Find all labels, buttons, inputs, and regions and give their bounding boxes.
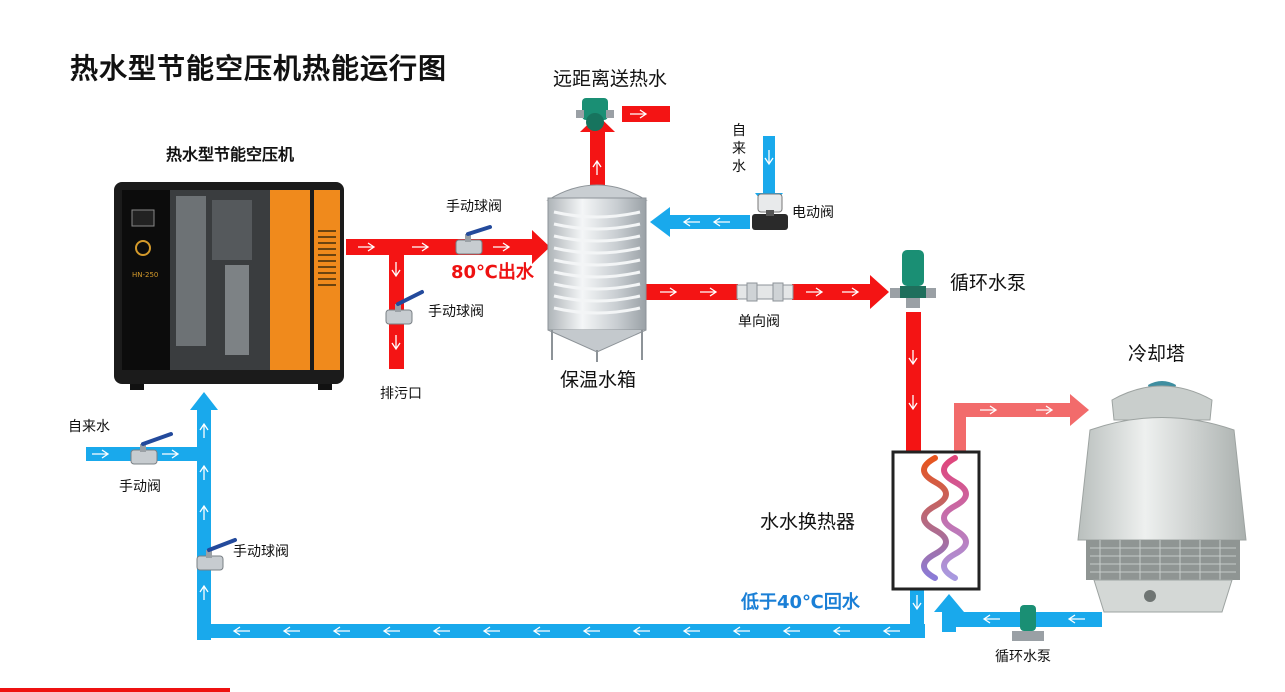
hot-pipe-arrowhead-tank [532, 230, 550, 264]
return-pipe-vertical-left [197, 408, 211, 640]
remote-hot-water-label: 远距离送热水 [553, 68, 668, 90]
return-arrowhead-up [190, 392, 218, 410]
hot-pipe-check-valve-to-pump [792, 284, 872, 300]
compressor-label: 热水型节能空压机 [166, 145, 295, 164]
insulated-water-tank [546, 184, 648, 362]
manual-ball-valve-drain-label: 手动球阀 [428, 304, 484, 320]
control-panel-screen [131, 209, 155, 227]
footer-accent-strip [0, 688, 230, 692]
remote-pump-icon [576, 98, 614, 131]
hot-pipe-tank-up [590, 130, 605, 188]
electric-valve-icon [752, 193, 788, 230]
insulated-tank-label: 保温水箱 [560, 369, 637, 391]
circulation-pump-top-label: 循环水泵 [950, 272, 1027, 294]
tap-water-arrowhead-left [650, 207, 670, 237]
warm-pipe-to-tower [954, 394, 1089, 453]
hot-pipe-arrowhead-pump [870, 275, 889, 309]
compressor-orange-panel [270, 190, 310, 370]
compressor-model: HN-250 [132, 271, 158, 279]
tower-return-arrowhead-up [934, 594, 964, 612]
manual-ball-valve-left-label: 手动球阀 [233, 544, 289, 560]
diagram-title: 热水型节能空压机热能运行图 [70, 52, 448, 85]
check-valve-label: 单向阀 [738, 314, 780, 330]
drain-outlet-label: 排污口 [380, 386, 422, 402]
return-pipe-from-exchanger [910, 587, 924, 638]
heat-exchanger-label: 水水换热器 [760, 511, 856, 533]
brand-logo-icon [135, 240, 151, 256]
circulation-pump-icon [890, 250, 936, 308]
tap-water-top-label: 自来水 [732, 123, 746, 175]
cooling-tower-label: 冷却塔 [1128, 343, 1186, 365]
ball-valve-icon [196, 538, 237, 571]
ball-valve-icon [385, 290, 424, 325]
ball-valve-icon [130, 432, 173, 465]
manual-valve-left-label: 手动阀 [119, 479, 161, 495]
flow-direction-chevrons [92, 109, 1085, 636]
hot-water-out-label: 80℃出水 [451, 262, 534, 283]
return-water-label: 低于40℃回水 [741, 592, 860, 613]
water-water-heat-exchanger [891, 450, 981, 591]
return-pipe-bottom [197, 624, 925, 638]
tap-water-pipe-to-tank [668, 215, 750, 229]
cooling-tower [1077, 381, 1247, 613]
ball-valve-icon [455, 225, 492, 255]
air-compressor: HN-250 [114, 182, 344, 390]
hot-pipe-pump-to-exchanger [906, 312, 921, 452]
tap-water-pipe-top [763, 136, 775, 196]
check-valve-icon [736, 282, 794, 302]
hot-pipe-tank-to-check-valve [646, 284, 738, 300]
electric-valve-label: 电动阀 [792, 205, 834, 221]
circulation-pump-bottom-label: 循环水泵 [995, 649, 1051, 665]
tap-water-left-label: 自来水 [68, 419, 110, 435]
manual-ball-valve-top-label: 手动球阀 [446, 199, 502, 215]
circulation-pump-bottom-icon [1012, 605, 1044, 641]
